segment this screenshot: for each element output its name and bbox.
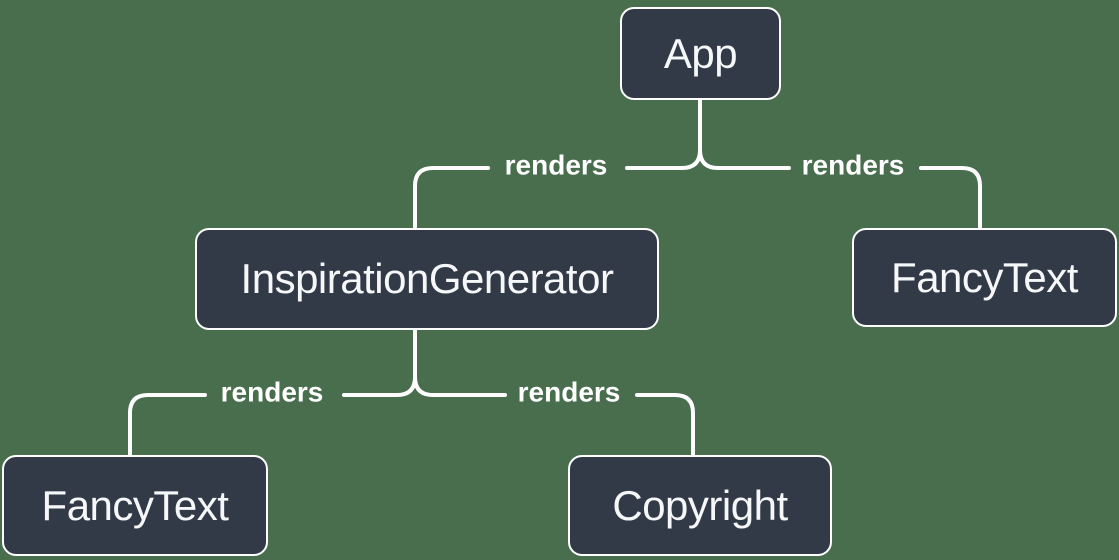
node-fancy-text-top: FancyText	[852, 228, 1117, 327]
node-copyright: Copyright	[568, 455, 832, 556]
edge-app-to-inspirationgenerator-right-segment	[625, 99, 702, 170]
node-app: App	[620, 7, 781, 100]
edge-inspirationgenerator-to-copyright-left-segment	[413, 329, 507, 397]
edge-label-app-fancytext: renders	[801, 149, 905, 181]
edge-inspirationgenerator-to-fancytext-right-segment	[342, 329, 417, 397]
edge-label-app-inspirationgenerator: renders	[504, 149, 608, 181]
edge-app-to-fancytext-left-segment	[698, 99, 791, 170]
node-fancy-text-bottom: FancyText	[2, 455, 268, 556]
edge-app-to-inspirationgenerator-left-segment	[413, 166, 490, 229]
edge-inspirationgenerator-to-fancytext-left-segment	[128, 393, 207, 456]
edge-label-inspirationgenerator-copyright: renders	[517, 376, 621, 408]
edge-label-inspirationgenerator-fancytext: renders	[220, 376, 324, 408]
edge-app-to-fancytext-right-segment	[919, 166, 982, 229]
edge-inspirationgenerator-to-copyright-right-segment	[635, 393, 695, 456]
node-inspiration-generator: InspirationGenerator	[195, 228, 659, 330]
